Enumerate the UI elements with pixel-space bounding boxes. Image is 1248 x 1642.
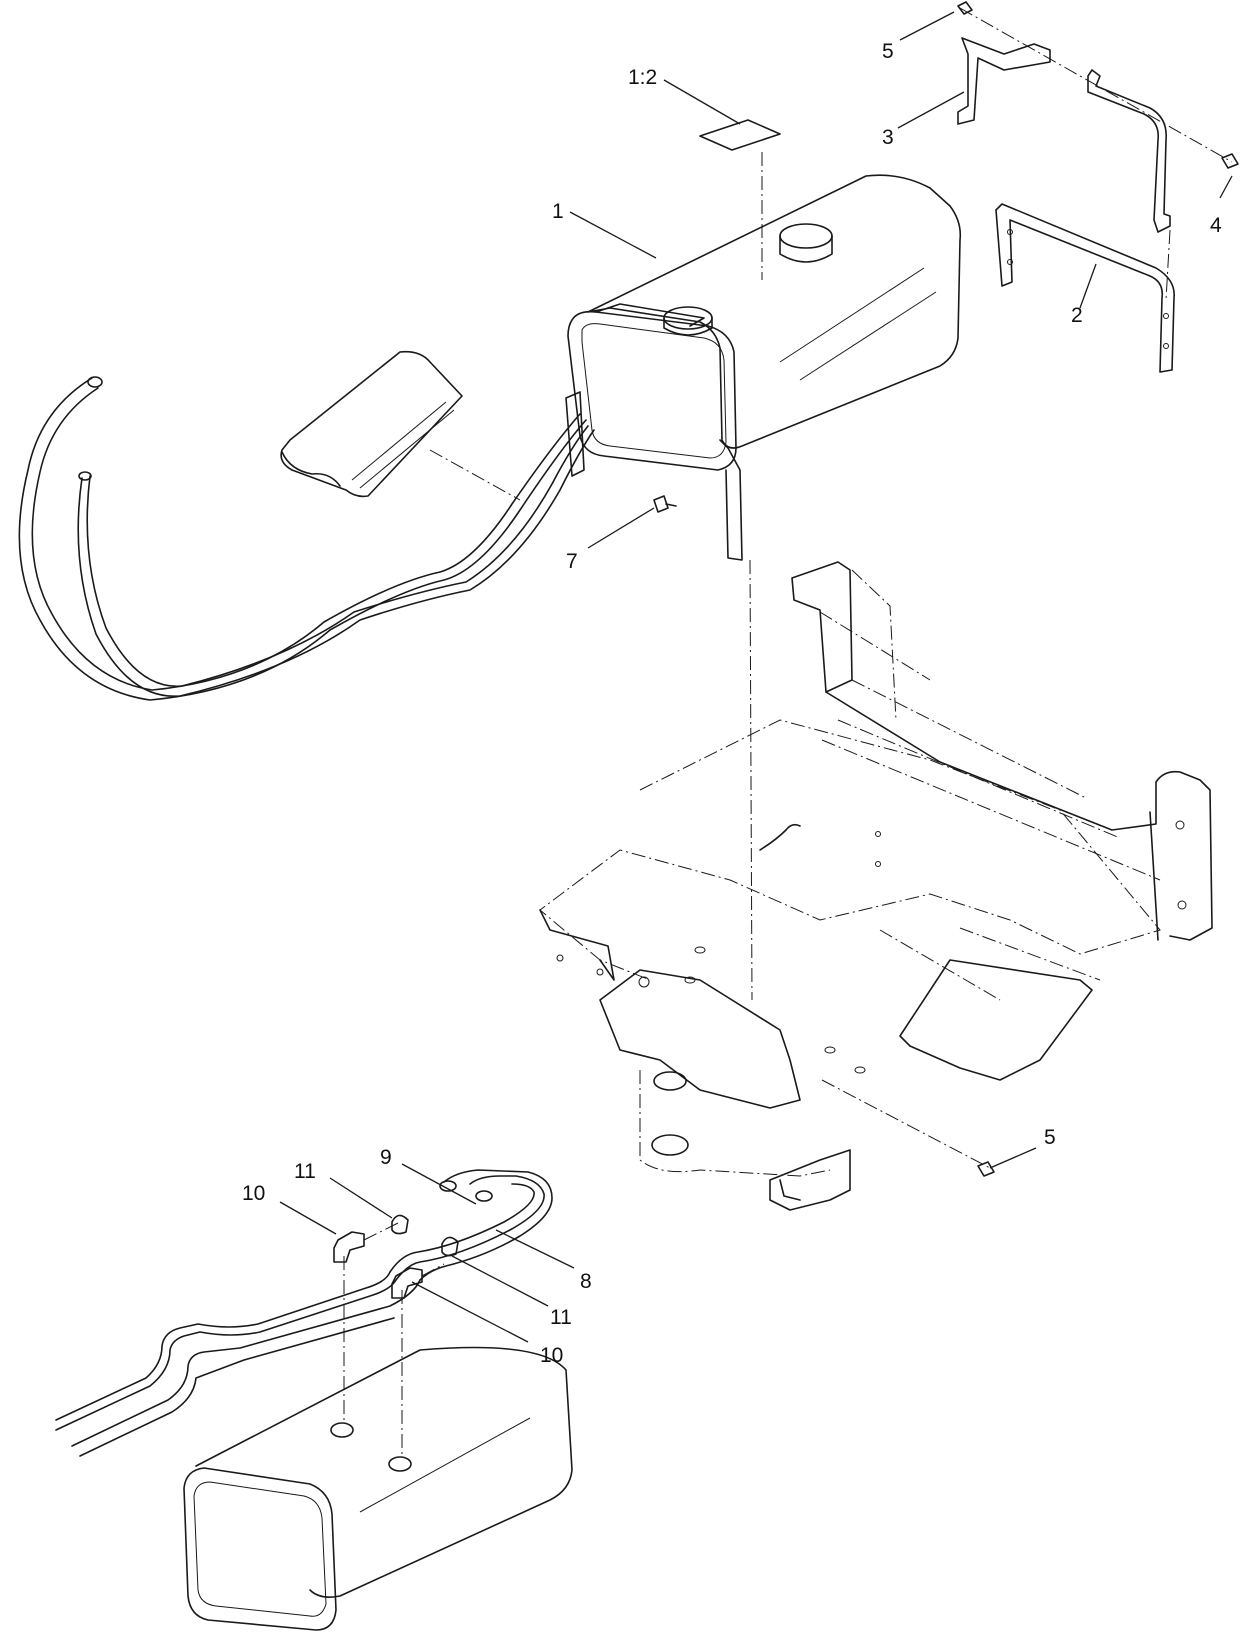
callout-10-left: 10 — [242, 1182, 265, 1205]
fuel-tank-part — [565, 174, 962, 1001]
callout-5-top: 5 — [882, 40, 894, 63]
tank-strap-part — [957, 7, 1233, 233]
callout-2: 2 — [1071, 304, 1083, 327]
callout-7: 7 — [566, 550, 578, 573]
lower-tank-part — [183, 1256, 573, 1631]
heat-shield-part — [280, 350, 521, 501]
callout-1-2: 1:2 — [628, 66, 657, 89]
fuel-hoses-lower — [55, 1169, 553, 1457]
callout-1: 1 — [552, 200, 564, 223]
bolt-part — [653, 1, 1239, 1177]
callout-8: 8 — [580, 1270, 592, 1293]
callout-5-bottom: 5 — [1044, 1126, 1056, 1149]
hose-clamp-part — [391, 1214, 459, 1257]
callout-leaders — [279, 11, 1233, 1343]
callout-11-left: 11 — [294, 1160, 316, 1183]
tank-bracket-part — [995, 203, 1175, 373]
callout-3: 3 — [882, 126, 894, 149]
callout-4: 4 — [1210, 214, 1222, 237]
elbow-fitting-part — [333, 1221, 445, 1299]
callout-9: 9 — [380, 1146, 392, 1169]
callout-11-right: 11 — [550, 1306, 572, 1329]
frame-part — [539, 561, 1213, 1211]
decal-part — [699, 119, 781, 280]
fuel-hoses-upper — [18, 376, 595, 701]
callout-10-right: 10 — [540, 1344, 563, 1367]
